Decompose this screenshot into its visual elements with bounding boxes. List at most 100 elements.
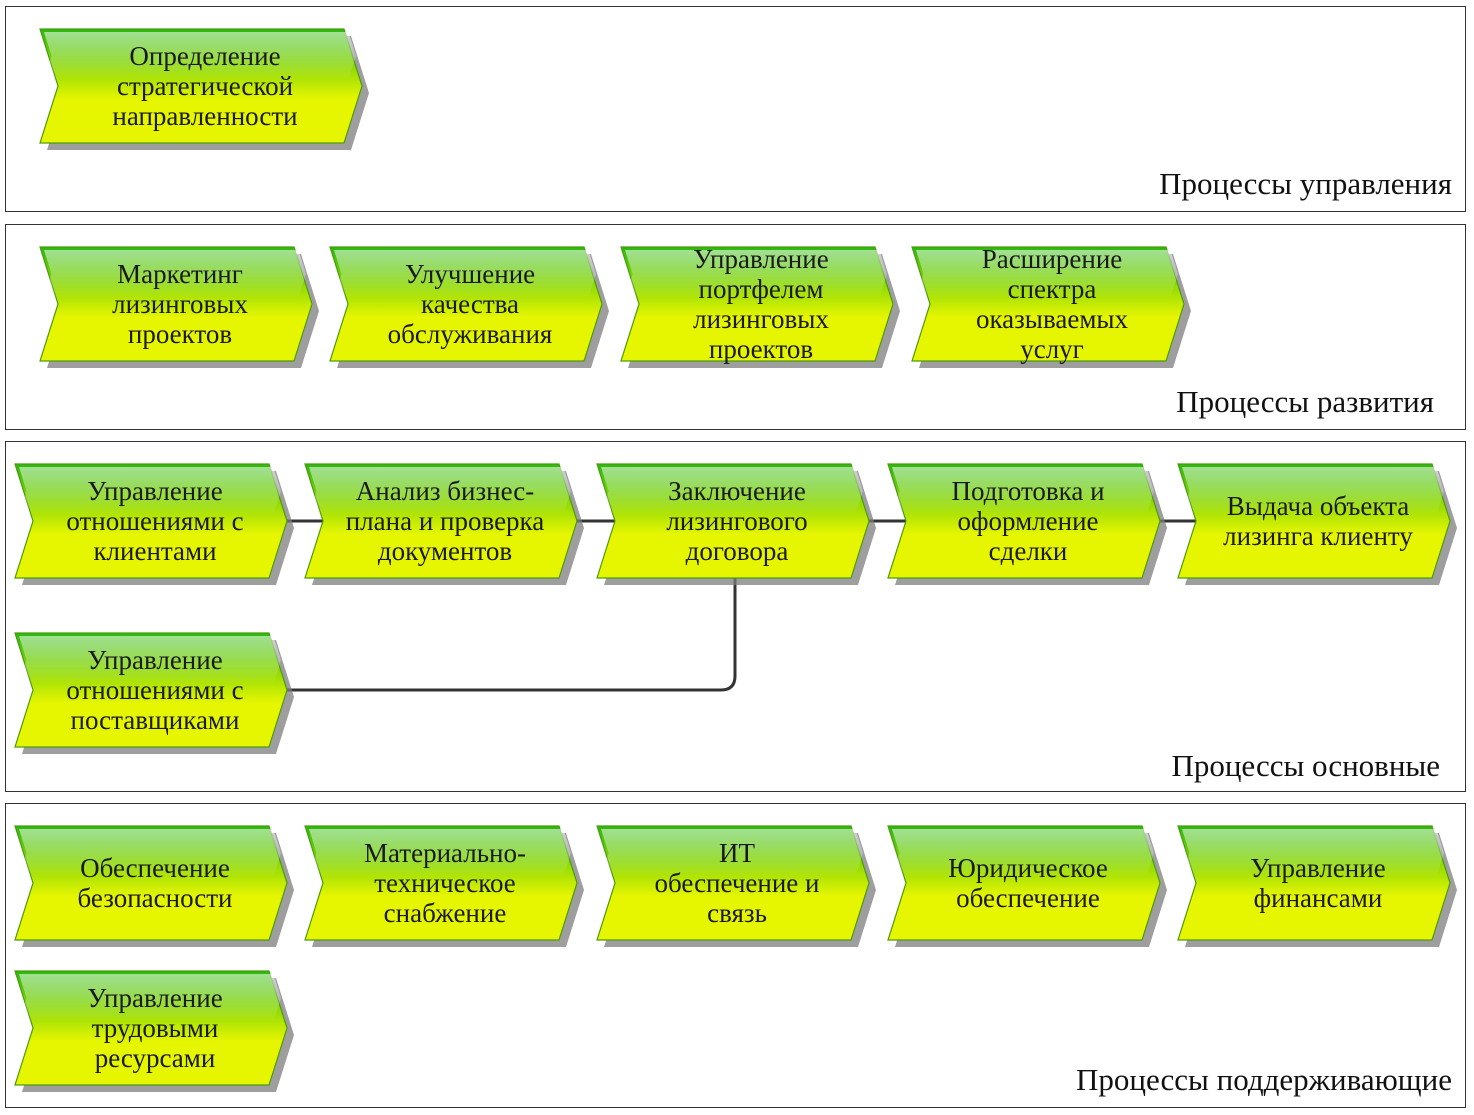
- process-label-line: трудовыми: [92, 1013, 219, 1043]
- process-label-line: Материально-: [364, 838, 526, 868]
- process-label-line: Обеспечение: [80, 853, 230, 883]
- chevron-gloss: [625, 250, 887, 298]
- process-label-line: Улучшение: [405, 259, 535, 289]
- process-label-line: ресурсами: [95, 1043, 216, 1073]
- process-label-line: Расширение: [982, 244, 1123, 274]
- chevron-gloss: [19, 467, 281, 515]
- process-label-line: портфелем: [699, 274, 824, 304]
- lane-title-management: Процессы управления: [1159, 166, 1452, 201]
- process-label-line: лизингового: [666, 506, 807, 536]
- process-label-line: лизинговых: [112, 289, 248, 319]
- chevron-gloss: [892, 467, 1154, 515]
- process-label-line: услуг: [1020, 334, 1084, 364]
- chevron-gloss: [309, 467, 571, 515]
- chevron-gloss: [309, 829, 571, 877]
- process-label-line: ИТ: [719, 838, 755, 868]
- chevron-gloss: [44, 32, 356, 80]
- process-label-line: лизинговых: [693, 304, 829, 334]
- process-label-line: документов: [378, 536, 512, 566]
- lane-title-support: Процессы поддерживающие: [1076, 1062, 1452, 1097]
- process-label-line: Управление: [87, 983, 222, 1013]
- process-label-line: отношениями с: [66, 506, 243, 536]
- process-label-line: лизинга клиенту: [1223, 521, 1413, 551]
- process-label-line: снабжение: [384, 898, 507, 928]
- chevron-gloss: [892, 829, 1154, 877]
- lane-title-development: Процессы развития: [1176, 384, 1434, 419]
- connectors-layer: [287, 519, 1196, 692]
- process-label-line: финансами: [1254, 883, 1383, 913]
- process-label-line: качества: [421, 289, 519, 319]
- chevron-gloss: [601, 829, 863, 877]
- chevron-gloss: [1182, 829, 1444, 877]
- process-label-line: оказываемых: [976, 304, 1129, 334]
- process-label-line: Маркетинг: [117, 259, 243, 289]
- process-label-line: техническое: [374, 868, 516, 898]
- process-label-line: Управление: [1250, 853, 1385, 883]
- chevron-gloss: [601, 467, 863, 515]
- connector-line: [287, 578, 737, 692]
- process-label-line: Управление: [87, 645, 222, 675]
- process-label-line: направленности: [112, 101, 297, 131]
- process-label-line: обеспечение: [956, 883, 1100, 913]
- chevron-gloss: [44, 250, 306, 298]
- process-label-line: плана и проверка: [346, 506, 545, 536]
- process-label-line: проектов: [709, 334, 813, 364]
- chevron-gloss: [19, 974, 281, 1022]
- process-label-line: спектра: [1008, 274, 1097, 304]
- process-label-line: Управление: [693, 244, 828, 274]
- process-label-line: проектов: [128, 319, 232, 349]
- process-label-line: Определение: [129, 41, 280, 71]
- chevron-gloss: [19, 829, 281, 877]
- chevron-gloss: [916, 250, 1178, 298]
- process-label-line: безопасности: [78, 883, 233, 913]
- process-label-line: клиентами: [93, 536, 216, 566]
- chevron-gloss: [334, 250, 596, 298]
- process-label-line: Заключение: [668, 476, 806, 506]
- process-label-line: связь: [707, 898, 767, 928]
- chevron-gloss: [19, 636, 281, 684]
- process-label-line: Выдача объекта: [1227, 491, 1410, 521]
- process-label-line: поставщиками: [71, 705, 240, 735]
- process-label-line: Анализ бизнес-: [356, 476, 534, 506]
- process-label-line: договора: [686, 536, 789, 566]
- process-label-line: Управление: [87, 476, 222, 506]
- process-label-line: обеспечение и: [655, 868, 820, 898]
- process-label-line: отношениями с: [66, 675, 243, 705]
- process-label-line: сделки: [989, 536, 1068, 566]
- chevron-gloss: [1182, 467, 1444, 515]
